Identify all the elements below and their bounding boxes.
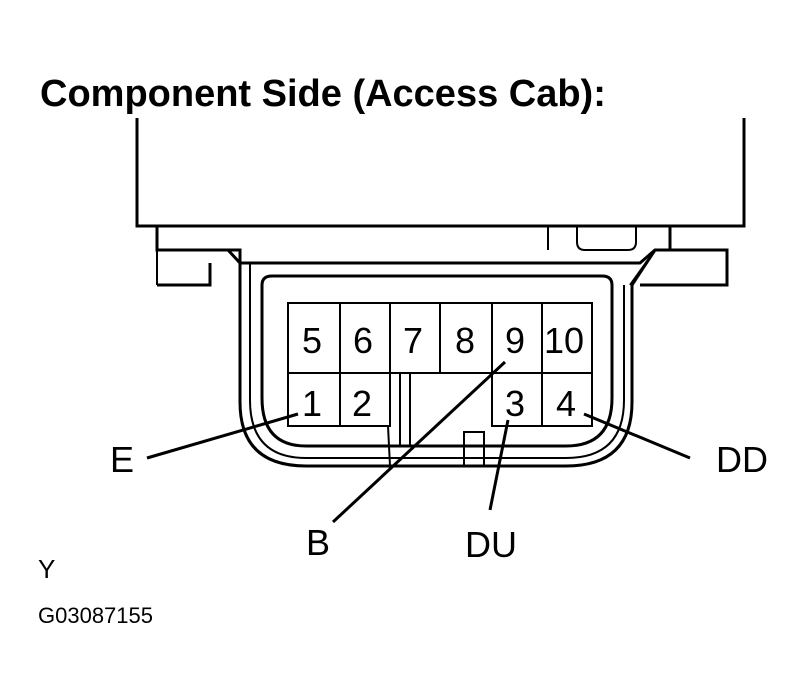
pin-number-2: 2 xyxy=(352,383,372,424)
pin-number-8: 8 xyxy=(455,320,475,361)
pin-cell-1 xyxy=(287,372,341,427)
pin-number-1: 1 xyxy=(302,383,322,424)
figure-code: G03087155 xyxy=(38,603,153,628)
mounting-flange xyxy=(155,226,729,287)
pin-cell-3 xyxy=(491,372,543,427)
label-b: B xyxy=(306,522,330,563)
pin-cell-2 xyxy=(339,372,391,427)
label-e: E xyxy=(110,439,134,480)
pin-cell-9 xyxy=(491,302,543,374)
pin-number-3: 3 xyxy=(505,383,525,424)
component-body xyxy=(135,118,746,228)
label-du: DU xyxy=(465,524,517,565)
pin-number-4: 4 xyxy=(556,383,576,424)
leader-line-dd xyxy=(583,412,691,460)
pin-cell-5 xyxy=(287,302,341,374)
leader-line-b xyxy=(331,360,507,524)
pin-cell-8 xyxy=(439,302,493,374)
pin-cell-4 xyxy=(541,372,593,427)
leader-line-e xyxy=(146,412,299,460)
pin-cell-10 xyxy=(541,302,593,374)
pin-number-5: 5 xyxy=(302,320,322,361)
diagram-title: Component Side (Access Cab): xyxy=(40,73,606,115)
pin-number-7: 7 xyxy=(403,320,423,361)
label-dd: DD xyxy=(716,439,768,480)
pin-number-10: 10 xyxy=(544,320,584,361)
pin-cell-6 xyxy=(339,302,391,374)
pin-grid: 5 6 7 8 9 10 1 2 3 4 xyxy=(287,302,593,467)
pin-number-9: 9 xyxy=(505,320,525,361)
pin-number-6: 6 xyxy=(353,320,373,361)
leader-lines xyxy=(146,360,691,524)
footer-marker: Y xyxy=(38,554,55,584)
leader-line-du xyxy=(488,419,510,511)
